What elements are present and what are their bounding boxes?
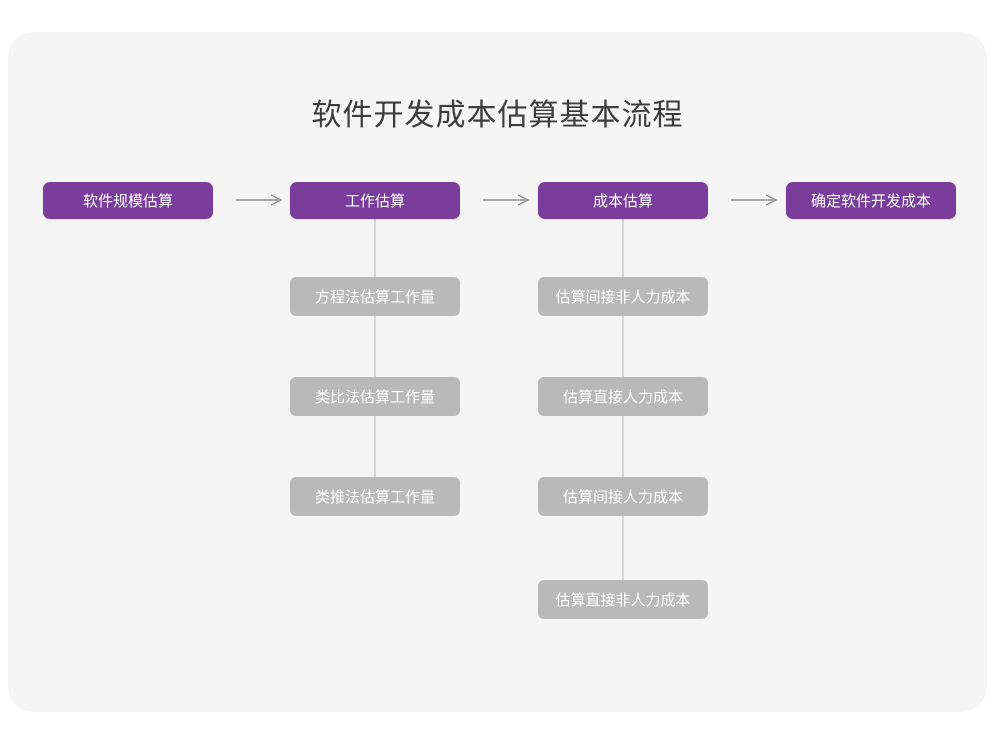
flow-node-step3[interactable]: 成本估算 [538, 182, 708, 219]
flow-node-step2[interactable]: 工作估算 [290, 182, 460, 219]
branch-node-b1[interactable]: 估算间接非人力成本 [538, 277, 708, 316]
flowchart: 软件规模估算 工作估算 成本估算 确定软件开发成本 方程法估算工作量 类比法估算… [8, 32, 987, 712]
branch-node-a3[interactable]: 类推法估算工作量 [290, 477, 460, 516]
branch-a-connector-line [374, 217, 376, 497]
flow-arrow-1-2 [235, 193, 285, 207]
branch-node-b3[interactable]: 估算间接人力成本 [538, 477, 708, 516]
flow-node-step4[interactable]: 确定软件开发成本 [786, 182, 956, 219]
diagram-card: 软件开发成本估算基本流程 软件规模估算 工作估算 成本估算 [8, 32, 987, 712]
flow-arrow-3-4 [730, 193, 780, 207]
flow-node-step1[interactable]: 软件规模估算 [43, 182, 213, 219]
branch-node-b4[interactable]: 估算直接非人力成本 [538, 580, 708, 619]
flow-arrow-2-3 [482, 193, 532, 207]
branch-node-b2[interactable]: 估算直接人力成本 [538, 377, 708, 416]
page-title: 软件开发成本估算基本流程 [311, 99, 684, 132]
branch-node-a1[interactable]: 方程法估算工作量 [290, 277, 460, 316]
branch-node-a2[interactable]: 类比法估算工作量 [290, 377, 460, 416]
